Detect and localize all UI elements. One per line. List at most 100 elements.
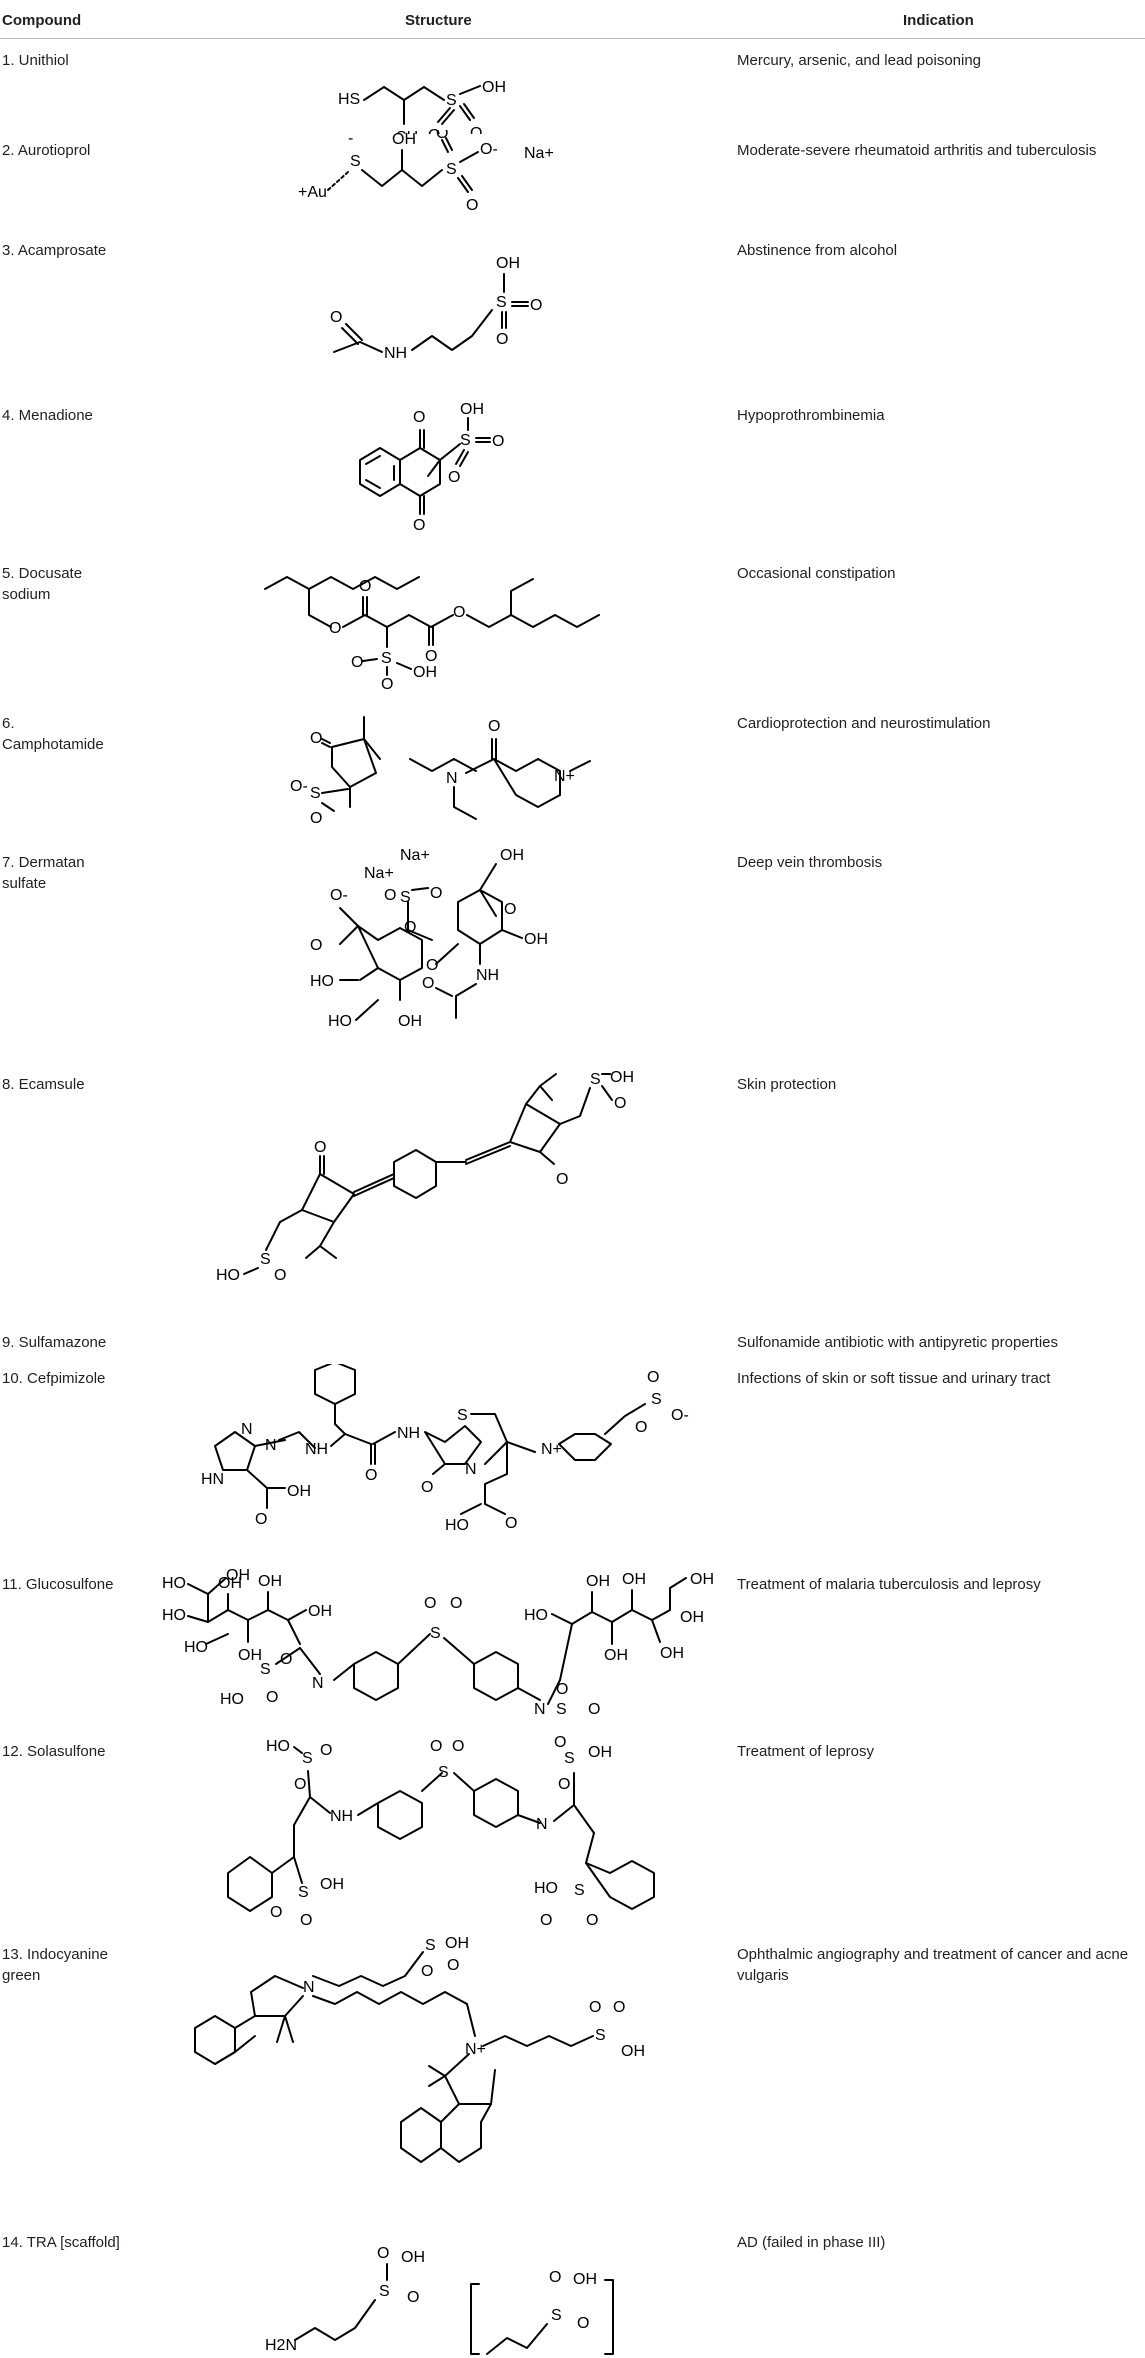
svg-text:S: S [651,1391,662,1408]
svg-text:O: O [351,654,363,671]
svg-text:O: O [496,331,508,348]
svg-text:O: O [310,730,322,747]
structure-camphotamide: O O- S O N O N+ [290,716,591,827]
svg-text:OH: OH [496,255,520,272]
structure-aurotioprol: +Au - S OH S O- O O Na+ [298,130,554,214]
compound-name: 7. Dermatan sulfate [2,854,85,892]
svg-text:Na+: Na+ [400,847,430,864]
table-row: 11. Glucosulfone Treatment of malaria tu… [0,1567,1145,1724]
indication-text: AD (failed in phase III) [737,2234,886,2251]
structure-ecamsule: S OH O O O S HO O [216,1069,634,1284]
svg-text:OH: OH [445,1936,469,1952]
svg-text:S: S [260,1661,271,1678]
svg-text:OH: OH [320,1876,344,1893]
svg-text:OH: OH [392,131,416,148]
svg-text:HO: HO [534,1880,558,1897]
svg-text:O: O [270,1904,282,1921]
svg-text:HO: HO [162,1575,186,1592]
svg-text:N: N [465,1461,477,1478]
svg-text:O: O [329,620,341,637]
indication-text: Hypoprothrombinemia [737,407,885,424]
svg-text:HO: HO [310,973,334,990]
svg-text:O: O [422,975,434,992]
table-row: 1. Unithiol Mercury, arsenic, and lead p… [0,50,1145,134]
svg-text:O: O [577,2315,589,2332]
svg-text:O: O [492,433,504,450]
structure-tra-scaffold: H2N S O OH O S O OH O [265,2245,614,2355]
svg-text:O: O [504,901,516,918]
svg-text:OH: OH [398,1013,422,1030]
svg-text:N: N [446,770,458,787]
compound-name: 11. Glucosulfone [2,1576,114,1593]
svg-text:O-: O- [330,887,348,904]
svg-text:N: N [241,1421,253,1438]
svg-text:S: S [460,432,471,449]
compound-name: 10. Cefpimizole [2,1370,106,1387]
svg-text:O: O [554,1734,566,1751]
svg-text:NH: NH [384,345,407,362]
svg-text:S: S [551,2307,562,2324]
svg-text:OH: OH [413,664,437,681]
svg-text:O: O [404,919,416,936]
svg-text:OH: OH [226,1567,250,1584]
svg-text:O: O [430,885,442,902]
svg-text:O: O [381,676,393,689]
svg-text:S: S [260,1251,271,1268]
svg-text:N: N [265,1437,277,1454]
table-row: 12. Solasulfone Treatment of leprosy HO … [0,1734,1145,1929]
indication-text: Deep vein thrombosis [737,854,883,871]
svg-text:S: S [400,889,411,906]
svg-text:SH: SH [396,129,418,134]
svg-text:O: O [470,125,482,134]
structure-unithiol: HS SH S OH O O [338,79,506,134]
svg-text:N: N [312,1675,324,1692]
svg-text:O: O [255,1511,267,1528]
svg-text:O: O [558,1776,570,1793]
svg-text:S: S [379,2283,390,2300]
svg-text:O: O [447,1957,459,1974]
svg-text:O: O [530,297,542,314]
svg-text:OH: OH [621,2043,645,2060]
svg-text:O: O [425,648,437,665]
indication-text: Moderate-severe rheumatoid arthritis and… [737,142,1097,159]
svg-text:S: S [438,1764,449,1781]
svg-text:O: O [505,1515,517,1532]
svg-text:O: O [413,517,425,534]
indication-text: Infections of skin or soft tissue and ur… [737,1370,1051,1387]
svg-text:S: S [302,1750,313,1767]
svg-text:HO: HO [184,1639,208,1656]
table-row: 2. Aurotioprol Moderate-severe rheumatoi… [0,130,1145,230]
svg-text:Na+: Na+ [524,145,554,162]
svg-text:OH: OH [622,1571,646,1588]
svg-text:-: - [348,130,353,147]
svg-text:NH: NH [397,1425,420,1442]
svg-text:S: S [595,2027,606,2044]
svg-text:OH: OH [238,1647,262,1664]
svg-text:HO: HO [328,1013,352,1030]
svg-text:H2N: H2N [265,2337,297,2354]
svg-text:S: S [446,161,457,178]
table-row: 5. Docusate sodium Occasional constipati… [0,563,1145,703]
svg-text:O: O [424,1595,436,1612]
svg-text:O: O [488,718,500,735]
compound-name: 5. Docusate sodium [2,565,83,603]
svg-text:OH: OH [610,1069,634,1086]
svg-text:O: O [452,1738,464,1755]
svg-text:O: O [359,578,371,595]
compound-name: 1. Unithiol [2,52,69,69]
svg-text:S: S [564,1750,575,1767]
svg-text:S: S [350,153,361,170]
svg-text:O: O [330,309,342,326]
svg-text:O: O [586,1912,598,1929]
header-compound: Compound [2,12,82,29]
svg-text:OH: OH [660,1645,684,1662]
svg-text:O: O [413,409,425,426]
svg-text:HN: HN [201,1471,224,1488]
indication-text: Occasional constipation [737,565,896,582]
table-row: 13. Indocyanine green Ophthalmic angiogr… [0,1936,1145,2204]
svg-text:NH: NH [476,967,499,984]
compound-name: 9. Sulfamazone [2,1334,107,1351]
table-row: 4. Menadione Hypoprothrombinemia O O S O… [0,401,1145,555]
svg-text:O: O [556,1171,568,1188]
svg-text:O: O [556,1681,568,1698]
